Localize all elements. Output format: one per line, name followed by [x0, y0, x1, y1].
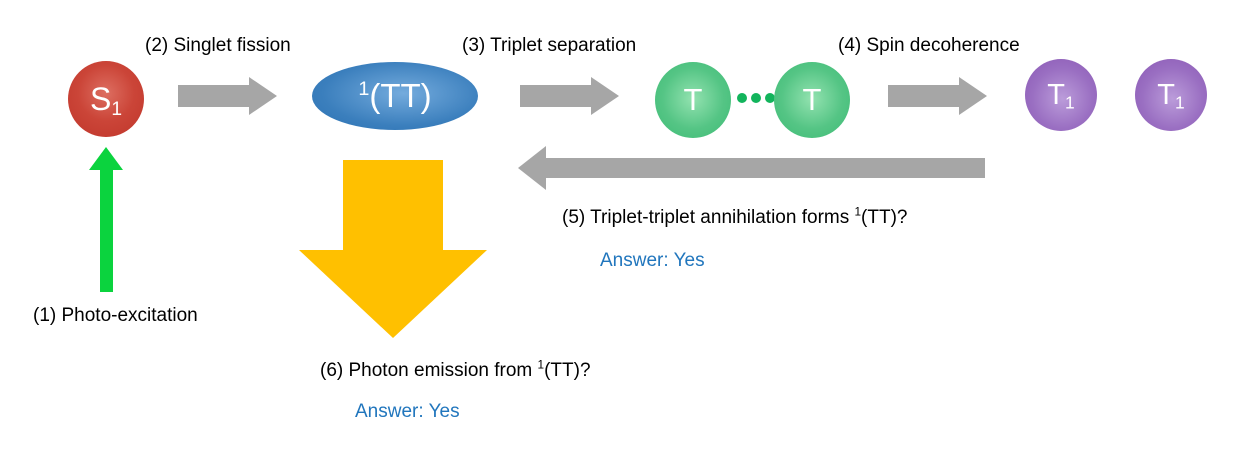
- spin-decoherence-arrow: [888, 77, 987, 115]
- separation-dot: [765, 93, 775, 103]
- photo-excitation-arrow-stem: [99, 170, 113, 292]
- triplet-left-label: T: [683, 82, 703, 117]
- t1-right-circle: T1: [1135, 59, 1207, 131]
- s1-state-label: S1: [89, 80, 122, 120]
- spin-decoherence-arrow-head: [959, 77, 987, 115]
- singlet-fission-arrow-head: [249, 77, 277, 115]
- t1-left-label: T1: [1047, 78, 1075, 112]
- step2-singlet-fission-label: (2) Singlet fission: [145, 35, 291, 56]
- step4-spin-decoherence-label: (4) Spin decoherence: [838, 35, 1020, 56]
- step3-triplet-separation-label: (3) Triplet separation: [462, 35, 637, 56]
- triplet-annihilation-arrow: [518, 146, 985, 190]
- singlet-fission-arrow: [178, 77, 277, 115]
- spin-decoherence-arrow-body: [888, 85, 959, 107]
- triplet-separation-arrow-body: [520, 85, 591, 107]
- separation-dots: [737, 93, 775, 103]
- step5-annihilation-label: (5) Triplet-triplet annihilation forms 1…: [562, 205, 908, 228]
- photo-excitation-arrow: [89, 147, 123, 292]
- triplet-annihilation-arrow-head: [518, 146, 546, 190]
- triplet-right-circle: T: [774, 62, 850, 138]
- photon-emission-arrow: [298, 160, 487, 338]
- step1-photo-excitation-label: (1) Photo-excitation: [33, 305, 198, 326]
- step5-answer: Answer: Yes: [600, 250, 705, 271]
- separation-dot: [737, 93, 747, 103]
- photon-emission-arrow-stem: [342, 160, 443, 250]
- t1-left-circle: T1: [1025, 59, 1097, 131]
- step6-photon-emission-label: (6) Photon emission from 1(TT)?: [320, 358, 591, 381]
- triplet-separation-arrow-head: [591, 77, 619, 115]
- separation-dot: [751, 93, 761, 103]
- s1-state-circle: S1: [68, 61, 144, 137]
- triplet-left-circle: T: [655, 62, 731, 138]
- triplet-right-label: T: [802, 82, 822, 117]
- tt-pair-state-label: 1(TT): [358, 77, 432, 114]
- singlet-fission-arrow-body: [178, 85, 249, 107]
- t1-right-label: T1: [1157, 78, 1185, 112]
- photo-excitation-arrow-head: [89, 147, 123, 170]
- step6-answer: Answer: Yes: [355, 401, 460, 422]
- triplet-annihilation-arrow-body: [546, 158, 985, 178]
- photon-emission-arrow-head: [298, 250, 487, 338]
- tt-pair-state-ellipse: 1(TT): [312, 62, 478, 130]
- triplet-separation-arrow: [520, 77, 619, 115]
